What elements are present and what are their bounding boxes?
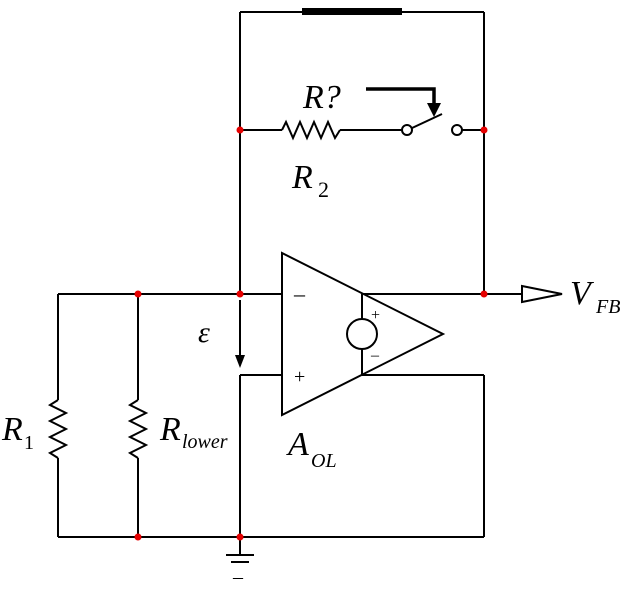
label-r1-main: R	[1, 411, 23, 448]
node-r2-left	[236, 126, 244, 134]
resistor-r2	[281, 119, 341, 141]
resistor-rlower	[127, 294, 149, 537]
output-arrow	[521, 284, 563, 304]
switch-contact-left	[401, 124, 413, 136]
node-rlower-bottom	[134, 533, 142, 541]
label-rlower-main: R	[159, 411, 181, 448]
node-output	[480, 290, 488, 298]
node-inverting	[236, 290, 244, 298]
label-r2-main: R	[291, 159, 313, 196]
label-vfb-main: V	[570, 275, 595, 312]
source-minus-sign: –	[370, 347, 380, 364]
feedback-short-element	[302, 8, 402, 15]
switch-blade	[411, 113, 443, 129]
r2-branch	[240, 113, 484, 141]
non-inverting-wire	[239, 374, 485, 555]
ground-minus-sign: –	[232, 566, 244, 586]
label-r-unknown: R?	[302, 79, 341, 116]
opamp-plus-sign: +	[294, 366, 305, 388]
label-r1-sub: 1	[24, 432, 34, 454]
label-rlower-sub: lower	[182, 431, 228, 453]
ground-icon	[226, 554, 254, 563]
epsilon-arrow	[235, 300, 245, 368]
resistor-r1	[47, 294, 69, 537]
node-rlower-top	[134, 290, 142, 298]
source-plus-sign: +	[371, 307, 380, 324]
switch-contact-right	[451, 124, 463, 136]
label-r2-sub: 2	[318, 177, 329, 202]
label-aol-sub: OL	[311, 450, 337, 472]
node-ground	[236, 533, 244, 541]
internal-voltage-source	[346, 294, 378, 375]
label-epsilon: ε	[198, 316, 210, 349]
label-aol-main: A	[286, 426, 309, 463]
junction-nodes	[134, 126, 488, 541]
top-feedback-wire	[239, 11, 485, 294]
label-vfb-sub: FB	[595, 296, 620, 318]
node-r2-right	[480, 126, 488, 134]
output-wire	[362, 284, 563, 304]
opamp-minus-sign: –	[293, 281, 306, 306]
switch-arrow	[366, 87, 441, 117]
